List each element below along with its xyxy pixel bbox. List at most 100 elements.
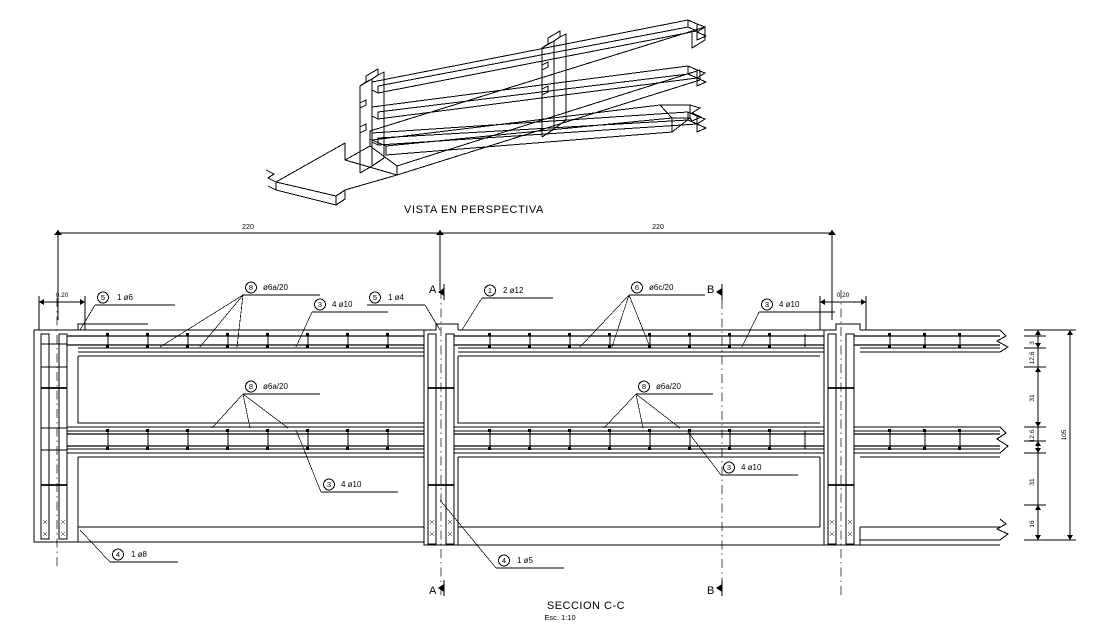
leader-line xyxy=(439,499,497,569)
section-title-block: SECCION C-C Esc. 1:10 xyxy=(544,600,625,622)
leader-line xyxy=(628,294,651,348)
perspective-view-caption: VISTA EN PERSPECTIVA xyxy=(404,204,544,216)
callout-8-mid-left: 8 ø6a/20 xyxy=(211,380,320,429)
leader-line xyxy=(635,393,644,429)
leader-line xyxy=(236,294,244,348)
leader-line xyxy=(741,311,760,348)
callout-bubble-circle xyxy=(97,291,109,304)
callout-bubble-circle xyxy=(498,554,510,567)
leader-line xyxy=(603,393,637,429)
callout-3-top-far-right: 3 4 ø10 xyxy=(741,298,835,348)
callout-6-top-right: 6 ø6c/20 xyxy=(579,281,705,348)
overall-dimension-chain xyxy=(54,230,836,320)
callout-bubble-number: 4 xyxy=(502,556,506,565)
callout-bubble-number: 4 xyxy=(116,550,120,559)
callout-bubble-circle xyxy=(484,284,496,297)
dim-v-16: 16 xyxy=(1029,520,1036,528)
dimension-text-layer: 220 220 0.20 0.20 3 12.6 31 12.6 31 16 1… xyxy=(56,224,1068,528)
callout-bubble-circle xyxy=(369,291,381,304)
callout-bubble-number: 8 xyxy=(642,382,646,391)
section-marker-b-top: B xyxy=(707,284,714,296)
callout-bubble-number: 5 xyxy=(373,293,377,302)
callout-text: 4 ø10 xyxy=(741,463,762,472)
perspective-view-group: VISTA EN PERSPECTIVA xyxy=(265,19,708,216)
leader-line xyxy=(295,311,313,348)
callout-text: ø6a/20 xyxy=(263,382,288,391)
callout-bubble-number: 8 xyxy=(249,382,253,391)
callout-text: 2 ø12 xyxy=(503,286,524,295)
leader-line xyxy=(199,294,244,348)
callout-4-bot-left: 4 1 ø8 xyxy=(79,529,178,563)
callout-text: ø6c/20 xyxy=(649,283,674,292)
callout-bubble-circle xyxy=(723,461,735,474)
leader-line xyxy=(242,393,289,429)
section-title: SECCION C-C xyxy=(547,600,625,612)
section-marker-a-bottom: A xyxy=(429,585,437,597)
callout-bubble-number: 3 xyxy=(727,463,731,472)
dim-span2-220: 220 xyxy=(652,224,664,231)
right-continuation-stubs xyxy=(854,329,1009,541)
section-cc-geometry xyxy=(33,290,1009,595)
callout-text: ø6a/20 xyxy=(263,283,288,292)
callout-bubble-number: 6 xyxy=(635,283,639,292)
callout-bubble-number: 1 xyxy=(488,286,492,295)
section-marker-text-layer: A B A B xyxy=(429,284,714,597)
leader-line xyxy=(635,393,681,429)
callout-text: 4 ø10 xyxy=(341,480,362,489)
leader-line xyxy=(611,294,630,348)
callout-text: 1 ø5 xyxy=(517,556,534,565)
callout-3-bot-right: 3 4 ø10 xyxy=(687,431,798,476)
callout-text: 1 ø4 xyxy=(388,293,405,302)
leader-line xyxy=(242,393,251,429)
callout-3-bot-left: 3 4 ø10 xyxy=(295,429,398,493)
callout-bubble-circle xyxy=(112,548,124,561)
leader-line xyxy=(687,431,722,476)
callout-bubble-circle xyxy=(638,380,650,393)
dim-v-126-upper: 12.6 xyxy=(1029,351,1036,364)
section-marker-a-top: A xyxy=(429,284,437,296)
callout-text: 1 ø8 xyxy=(131,550,148,559)
callout-bubble-number: 8 xyxy=(249,283,253,292)
callout-bubble-number: 3 xyxy=(765,300,769,309)
callout-bubble-circle xyxy=(761,298,773,311)
callout-text: 4 ø10 xyxy=(779,300,800,309)
callout-text: ø6a/20 xyxy=(656,382,681,391)
callout-5-top-mid: 5 1 ø4 xyxy=(367,291,441,331)
leader-line xyxy=(424,304,441,331)
vertical-dimension-chain xyxy=(1024,329,1076,541)
callout-bubble-circle xyxy=(245,380,257,393)
leader-line xyxy=(79,304,96,331)
dim-v-3: 3 xyxy=(1029,341,1036,345)
callout-text: 4 ø10 xyxy=(332,300,353,309)
leader-line xyxy=(461,297,483,331)
callout-bubble-circle xyxy=(631,281,643,294)
dim-span1-220: 220 xyxy=(242,224,254,231)
leader-line xyxy=(579,294,630,348)
callout-1-top-ctr: 1 2 ø12 xyxy=(461,284,553,331)
leader-line xyxy=(79,529,111,563)
dim-column-left-020: 0.20 xyxy=(56,292,69,299)
callout-3-top-left: 3 4 ø10 xyxy=(295,298,388,348)
leader-line xyxy=(159,294,244,348)
section-scale: Esc. 1:10 xyxy=(544,613,575,622)
dim-v-31-lower: 31 xyxy=(1029,478,1036,486)
callout-bubble-circle xyxy=(323,478,335,491)
callout-text: 1 ø6 xyxy=(117,293,134,302)
callout-8-top-left: 8 ø6a/20 xyxy=(159,281,320,348)
section-marker-b-bottom: B xyxy=(707,585,714,597)
dim-v-126-lower: 12.6 xyxy=(1029,429,1036,442)
dim-column-right-020: 0.20 xyxy=(837,292,850,299)
callout-8-mid-right: 8 ø6a/20 xyxy=(603,380,713,429)
leader-line xyxy=(295,429,322,493)
callout-4-bot-ctr: 4 1 ø5 xyxy=(439,499,564,569)
callout-bubble-number: 3 xyxy=(318,300,322,309)
callout-bubble-circle xyxy=(314,298,326,311)
column-width-dimension-right xyxy=(819,296,867,330)
section-marker-lines xyxy=(438,284,723,596)
leader-line xyxy=(211,393,244,429)
callout-bubble-number: 3 xyxy=(327,480,331,489)
